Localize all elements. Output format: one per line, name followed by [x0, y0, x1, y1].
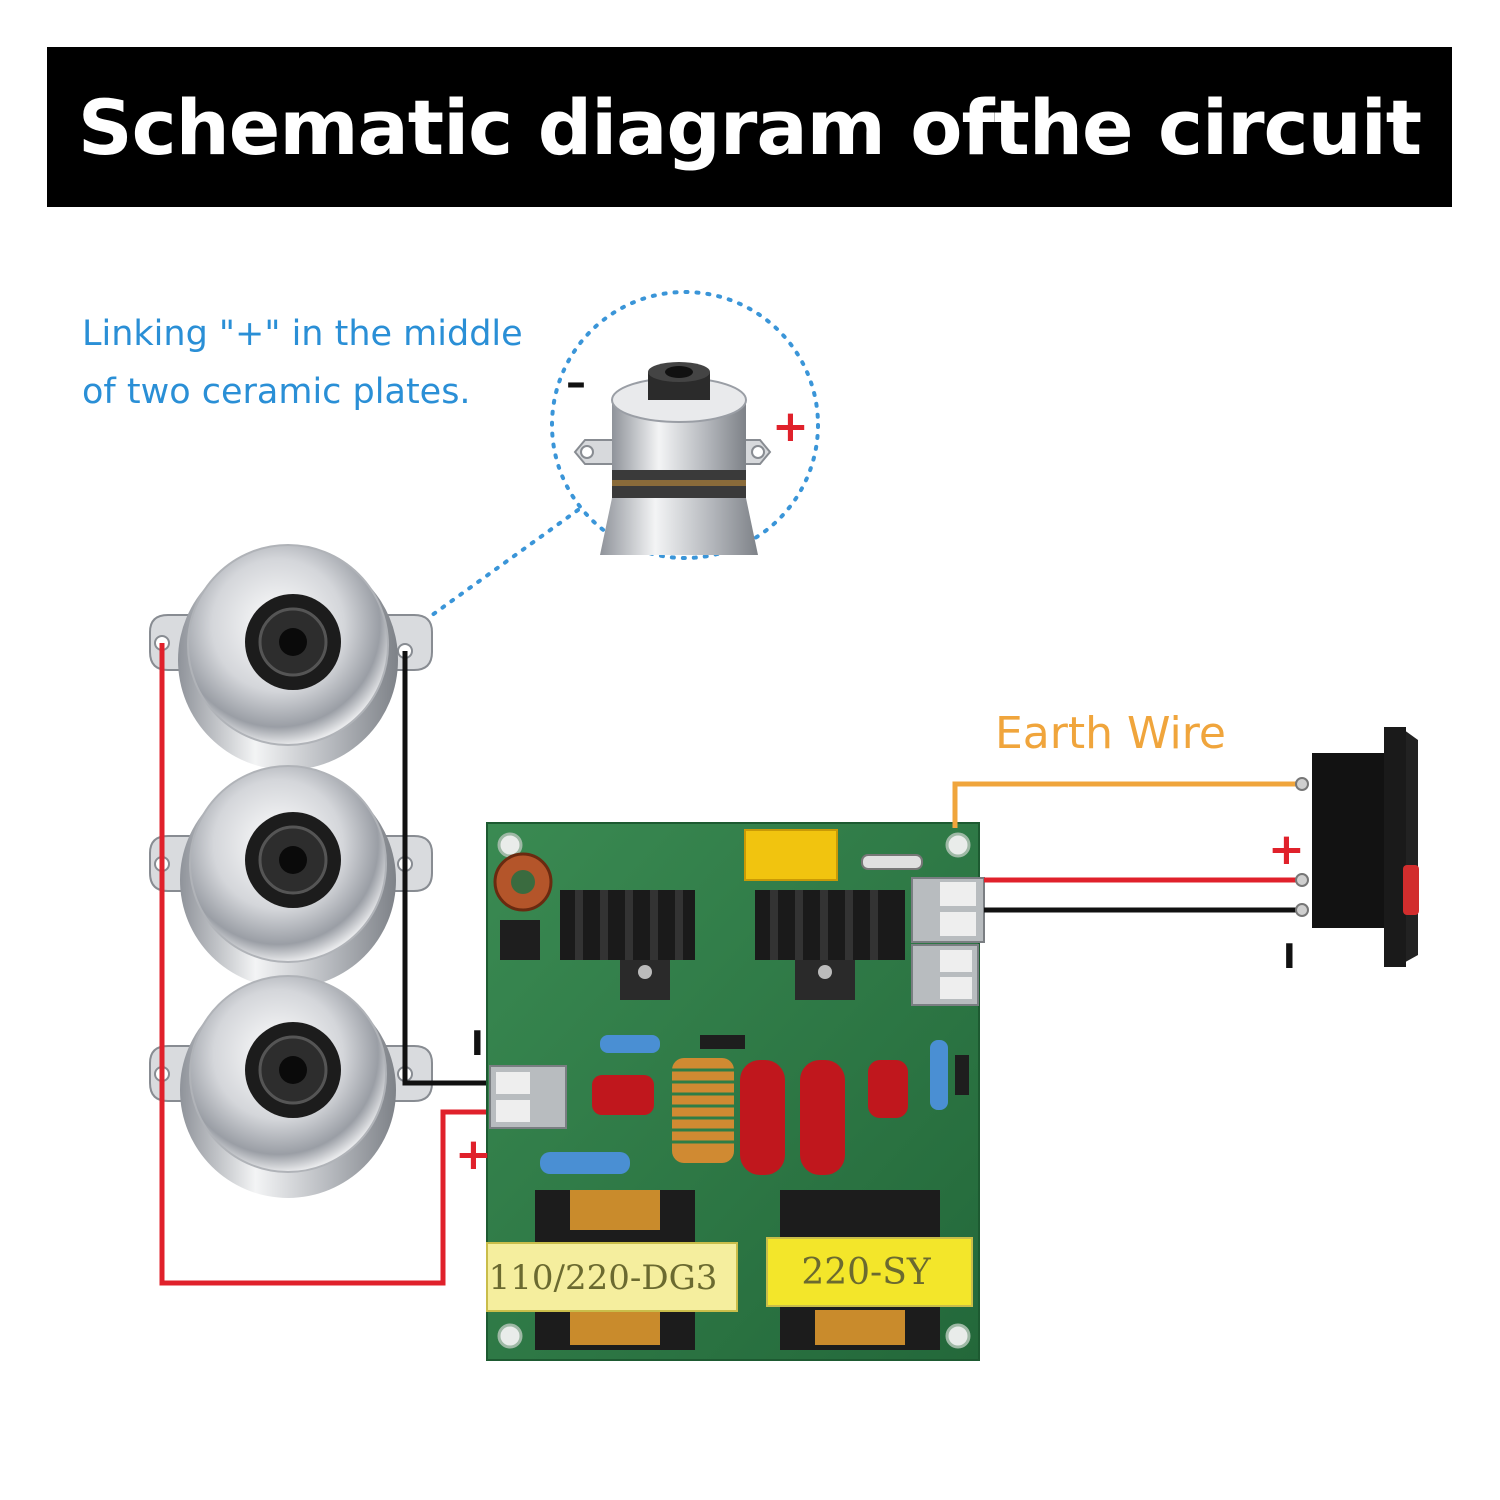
- red-rocker-switch: [1403, 865, 1419, 915]
- power-negative-mark: I: [1283, 937, 1296, 977]
- earth-wire-label: Earth Wire: [995, 708, 1226, 759]
- power-positive-mark: +: [1268, 824, 1305, 875]
- wiring-note-line-2: of two ceramic plates.: [82, 372, 471, 412]
- callout-minus-sign: –: [566, 360, 586, 406]
- wiring-note: Linking "+" in the middle of two ceramic…: [82, 305, 552, 421]
- transducer-positive-mark: +: [455, 1129, 492, 1180]
- callout-circle: [550, 290, 820, 560]
- positive-wire-transducers: [159, 643, 493, 1286]
- wiring-note-line-1: Linking "+" in the middle: [82, 314, 523, 354]
- transformer-left-label: 110/220-DG3: [489, 1258, 718, 1298]
- transducer-side-view-icon: [573, 362, 772, 555]
- earth-wire: [952, 781, 1302, 828]
- transducer-2-icon: [149, 765, 433, 988]
- pcb-board-icon: 110/220-DG3 220-SY: [486, 822, 985, 1361]
- negative-wire-transducers: [402, 651, 493, 1086]
- callout-leader: [426, 508, 580, 620]
- transducer-3-icon: [149, 975, 433, 1198]
- transducer-negative-mark: I: [471, 1024, 484, 1064]
- transducer-1-icon: [149, 544, 433, 770]
- page-title: Schematic diagram ofthe circuit: [77, 82, 1422, 172]
- callout: [426, 290, 820, 620]
- callout-plus-sign: +: [772, 401, 809, 452]
- transformer-right-label: 220-SY: [801, 1252, 932, 1293]
- transformer-left-label-bg: [486, 1242, 738, 1312]
- title-banner: Schematic diagram ofthe circuit: [47, 47, 1452, 207]
- transformer-right-label-bg: [766, 1237, 973, 1307]
- power-switch-socket-icon: [1295, 727, 1419, 967]
